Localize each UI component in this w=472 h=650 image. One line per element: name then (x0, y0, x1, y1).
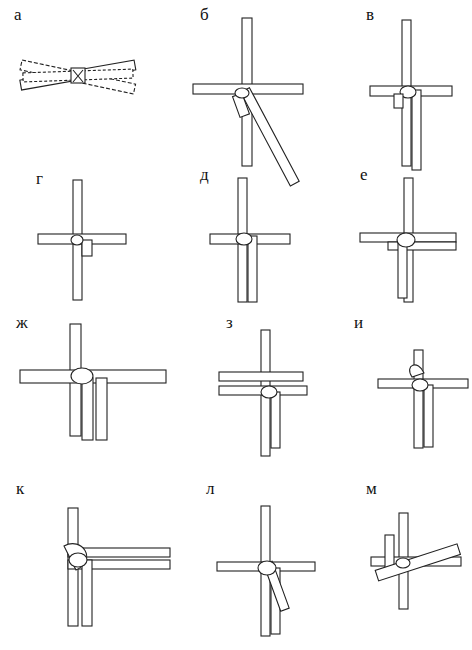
panel-letter: ж (16, 314, 28, 331)
panel-letter: г (36, 170, 43, 187)
panel-letter: е (360, 166, 368, 183)
panel-letter: в (366, 6, 374, 23)
panel-letter: б (200, 6, 209, 23)
panel-letter: к (16, 480, 24, 497)
panel-letter: л (206, 480, 214, 497)
cross-figure (64, 508, 170, 626)
cross-figure (371, 513, 461, 609)
bow-figure (20, 60, 136, 94)
panel-letter: и (354, 314, 363, 331)
panel-letter: д (200, 166, 209, 183)
cross-figure (38, 180, 126, 300)
panel-letter: з (226, 314, 233, 331)
cross-figure (210, 178, 290, 302)
cross-figure (193, 18, 303, 186)
cross-figure (370, 20, 452, 170)
cross-figure (217, 506, 315, 636)
cross-figure (378, 350, 468, 448)
panel-letter: а (14, 6, 22, 23)
cross-figure (219, 330, 307, 456)
cross-figure (20, 324, 166, 440)
cross-figure (360, 178, 456, 302)
panel-letter: м (366, 480, 377, 497)
